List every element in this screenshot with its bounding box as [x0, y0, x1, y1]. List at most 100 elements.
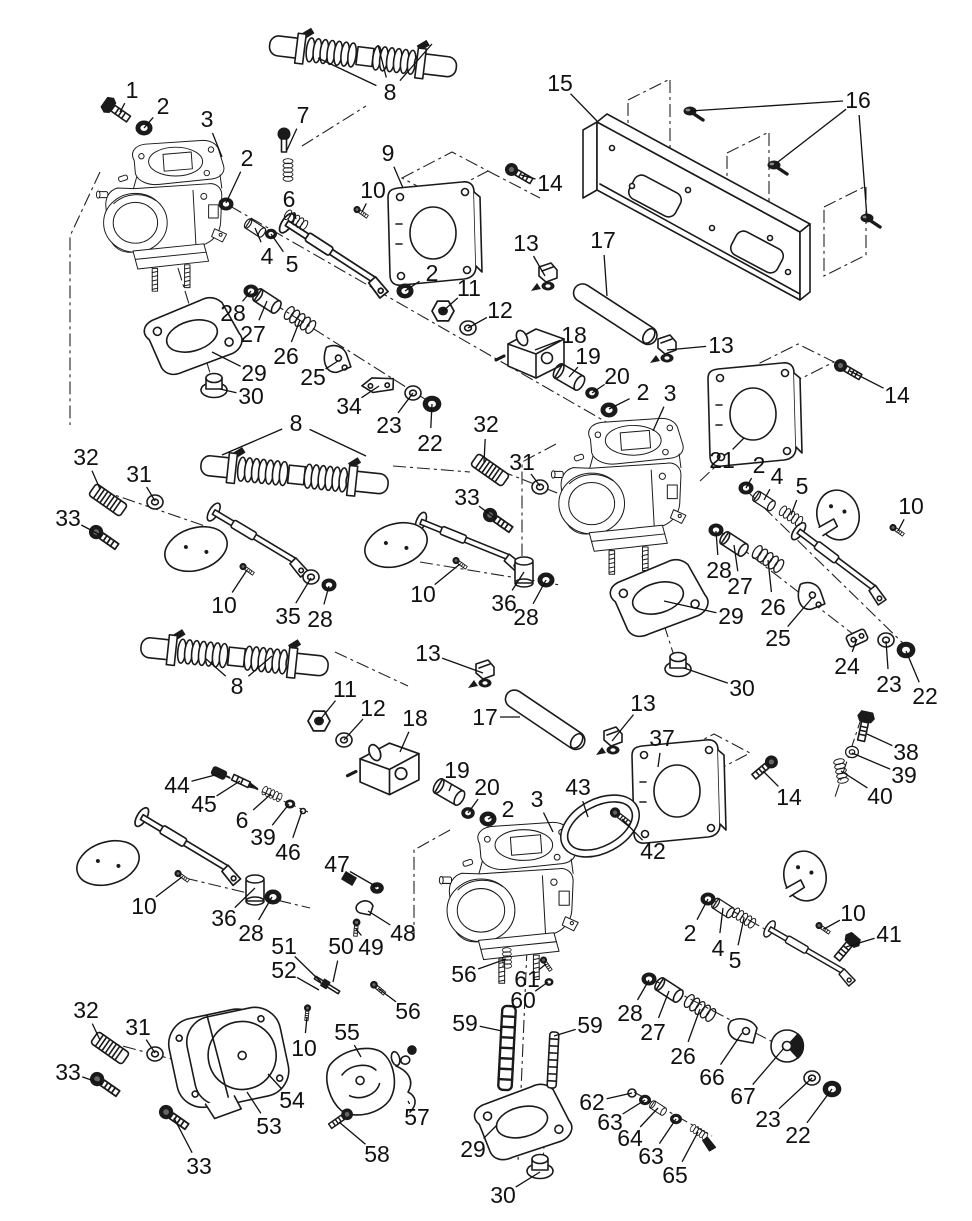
callout-56: 56 — [395, 998, 421, 1024]
insulator-32a — [87, 482, 129, 518]
choke-plate-b — [778, 846, 832, 906]
leader-line-38 — [866, 733, 893, 747]
callout-15: 15 — [547, 70, 573, 96]
nut-30b — [664, 651, 692, 678]
callout-51: 51 — [271, 933, 297, 959]
leader-line-16 — [773, 108, 847, 166]
bracket-screw-16c — [858, 211, 882, 229]
callout-12: 12 — [487, 297, 513, 323]
callout-28: 28 — [513, 604, 539, 630]
leader-line-1 — [119, 102, 126, 113]
callout-60: 60 — [510, 987, 536, 1013]
carburetor-3 — [438, 821, 579, 984]
callout-39: 39 — [250, 824, 276, 850]
callout-41: 41 — [876, 921, 902, 947]
callout-10: 10 — [410, 581, 436, 607]
callout-14: 14 — [884, 382, 910, 408]
leader-line-21 — [732, 437, 745, 450]
leader-line-22 — [430, 403, 433, 429]
callout-33: 33 — [186, 1153, 212, 1179]
leader-line-33 — [478, 505, 497, 520]
callout-8: 8 — [231, 673, 244, 699]
callout-28: 28 — [617, 1000, 643, 1026]
leader-line-8 — [399, 43, 433, 82]
leader-line-35 — [295, 577, 312, 604]
leader-line-65 — [681, 1131, 699, 1163]
callout-28: 28 — [706, 557, 732, 583]
leader-line-32 — [91, 470, 101, 490]
callout-4: 4 — [261, 243, 274, 269]
callout-18: 18 — [561, 322, 587, 348]
callout-28: 28 — [307, 606, 333, 632]
callout-6: 6 — [283, 186, 296, 212]
callout-18: 18 — [402, 705, 428, 731]
leader-line-47 — [349, 870, 378, 888]
intake-hose-middle — [198, 440, 392, 501]
carburetor-2 — [550, 417, 687, 575]
nut-30a — [200, 372, 228, 399]
leader-line-39 — [851, 752, 891, 770]
lever-25b — [794, 580, 830, 614]
spring-7 — [282, 158, 294, 182]
washer-60 — [544, 977, 554, 987]
callout-27: 27 — [727, 573, 753, 599]
callout-30: 30 — [238, 383, 264, 409]
callout-2: 2 — [426, 260, 439, 286]
callout-49: 49 — [358, 934, 384, 960]
leader-line-17 — [603, 254, 608, 297]
callout-63: 63 — [597, 1109, 623, 1135]
leader-line-14 — [762, 770, 779, 787]
callout-26: 26 — [670, 1043, 696, 1069]
leader-line-10 — [304, 1016, 308, 1034]
gasket-29b — [605, 552, 714, 643]
screw-14b — [830, 355, 865, 384]
callout-55: 55 — [334, 1019, 360, 1045]
callout-10: 10 — [360, 177, 386, 203]
oring-62 — [627, 1088, 637, 1098]
leader-line-27 — [657, 990, 670, 1019]
shaft-screw-10a — [351, 204, 370, 221]
leader-line-13 — [611, 714, 635, 742]
callout-2: 2 — [637, 379, 650, 405]
leader-line-30 — [515, 1171, 541, 1188]
callout-13: 13 — [630, 690, 656, 716]
callout-59: 59 — [577, 1012, 603, 1038]
leader-line-52 — [296, 976, 320, 991]
leader-line-59 — [479, 1025, 503, 1032]
screw-14c — [748, 751, 782, 783]
leader-line-8 — [317, 57, 377, 87]
leader-line-6 — [293, 212, 297, 220]
callout-10: 10 — [898, 493, 924, 519]
leader-line-3 — [542, 812, 554, 833]
callout-11: 11 — [333, 676, 357, 702]
callout-7: 7 — [297, 102, 310, 128]
callout-37: 37 — [649, 725, 675, 751]
callout-64: 64 — [617, 1125, 643, 1151]
leader-line-22 — [806, 1088, 833, 1124]
leader-line-32 — [483, 438, 486, 463]
leader-line-61 — [538, 963, 547, 971]
callout-32: 32 — [473, 411, 499, 437]
callout-13: 13 — [513, 230, 539, 256]
leader-line-60 — [534, 981, 549, 992]
washer-35 — [302, 569, 320, 585]
callout-25: 25 — [300, 364, 326, 390]
leader-line-23 — [885, 640, 889, 670]
leader-line-39 — [271, 803, 290, 826]
leader-line-37 — [657, 752, 661, 768]
leader-line-8 — [247, 655, 273, 677]
callout-14: 14 — [537, 170, 563, 196]
leader-line-32 — [91, 1023, 101, 1041]
callout-5: 5 — [729, 947, 742, 973]
callout-26: 26 — [273, 343, 299, 369]
leader-line-2 — [608, 398, 630, 410]
callout-33: 33 — [454, 484, 480, 510]
clamp-13d — [595, 726, 623, 756]
leader-line-36 — [234, 887, 256, 909]
leader-line-8 — [221, 428, 283, 456]
callout-59: 59 — [452, 1010, 478, 1036]
spring-26b — [681, 992, 719, 1024]
leader-line-10 — [231, 569, 248, 593]
leader-line-27 — [258, 300, 268, 321]
callout-42: 42 — [640, 838, 666, 864]
